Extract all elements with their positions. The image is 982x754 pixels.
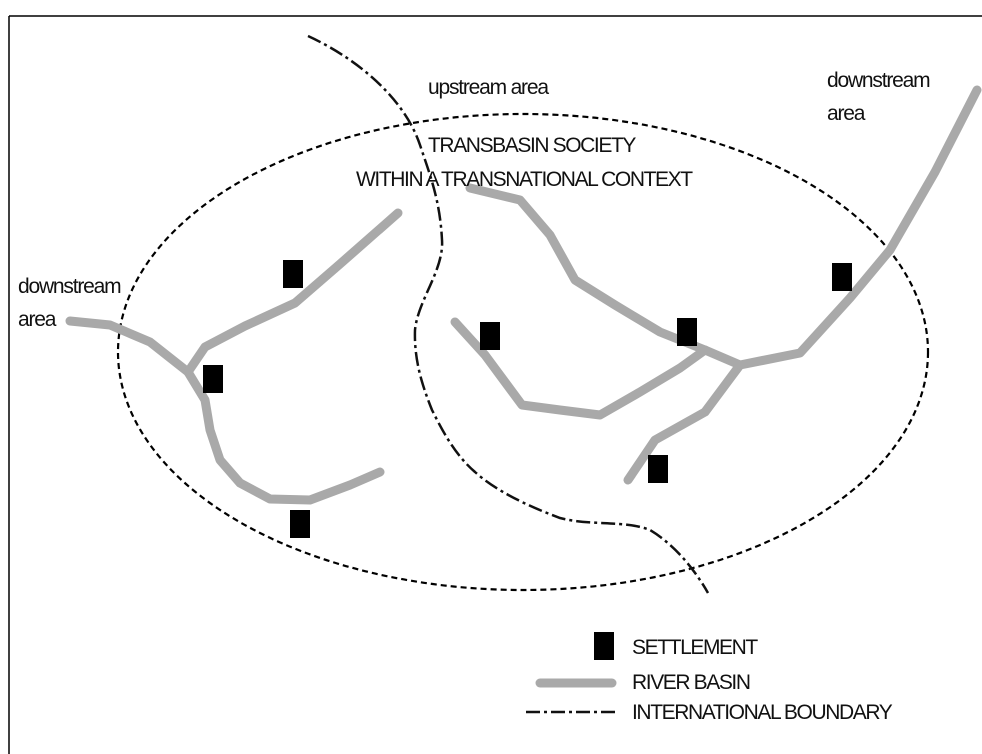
- river-left-main: [65, 316, 385, 505]
- label-downstream-left-1: downstream: [18, 275, 121, 298]
- legend: SETTLEMENT RIVER BASIN INTERNATIONAL BOU…: [526, 632, 894, 724]
- settlement-marker: [677, 318, 697, 346]
- international-boundary: [307, 34, 710, 594]
- river-right-main: [623, 85, 982, 485]
- river-right-upper: [465, 183, 745, 370]
- settlement-marker: [480, 322, 500, 350]
- settlement-marker: [832, 263, 852, 291]
- river-right-lower: [450, 317, 710, 420]
- legend-river-label: RIVER BASIN: [632, 671, 750, 694]
- river-network: [65, 85, 982, 505]
- diagram-title-line1: TRANSBASIN SOCIETY: [428, 134, 636, 157]
- legend-boundary-label: INTERNATIONAL BOUNDARY: [632, 701, 893, 724]
- label-downstream-right-2: area: [827, 102, 866, 125]
- transbasin-ellipse: [116, 112, 930, 592]
- legend-settlement-swatch: [594, 632, 614, 660]
- settlement-marker: [203, 365, 223, 393]
- label-upstream-area: upstream area: [428, 76, 549, 99]
- label-downstream-left-2: area: [18, 308, 57, 331]
- legend-settlement-label: SETTLEMENT: [632, 636, 758, 659]
- settlement-marker: [283, 260, 303, 288]
- settlements: [203, 260, 852, 538]
- river-left-tributary: [183, 208, 403, 377]
- settlement-marker: [648, 455, 668, 483]
- diagram-title-line2: WITHIN A TRANSNATIONAL CONTEXT: [356, 168, 693, 191]
- label-downstream-right-1: downstream: [827, 69, 930, 92]
- settlement-marker: [290, 510, 310, 538]
